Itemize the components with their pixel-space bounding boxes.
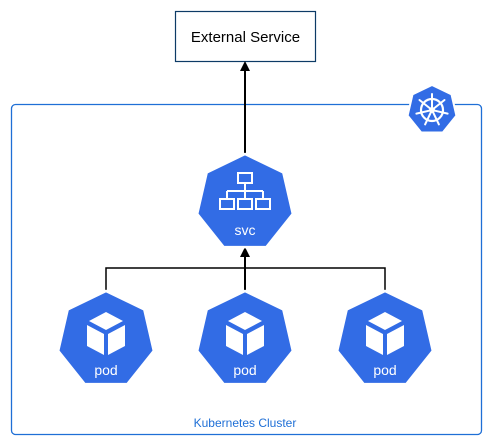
pod-label: pod	[373, 362, 396, 378]
service-node[interactable]: svc	[195, 152, 295, 249]
pod-heptagon	[335, 289, 435, 386]
external-service-node[interactable]: External Service	[174, 10, 317, 63]
pod-node-3[interactable]: pod	[335, 289, 435, 386]
external-service-label: External Service	[191, 29, 300, 46]
pod-heptagon	[195, 289, 295, 386]
service-label: svc	[235, 222, 256, 238]
cluster-boundary	[10, 103, 483, 436]
cube-icon	[87, 312, 125, 355]
cluster-label: Kubernetes Cluster	[194, 416, 297, 430]
pod-node-2[interactable]: pod	[195, 289, 295, 386]
pod-label: pod	[233, 362, 256, 378]
pod-label: pod	[94, 362, 117, 378]
service-heptagon	[195, 152, 295, 249]
cube-icon	[366, 312, 404, 355]
cube-icon	[226, 312, 264, 355]
pod-node-1[interactable]: pod	[56, 289, 156, 386]
network-hierarchy-icon	[219, 172, 271, 210]
kubernetes-helm-icon	[406, 83, 458, 134]
pod-heptagon	[56, 289, 156, 386]
